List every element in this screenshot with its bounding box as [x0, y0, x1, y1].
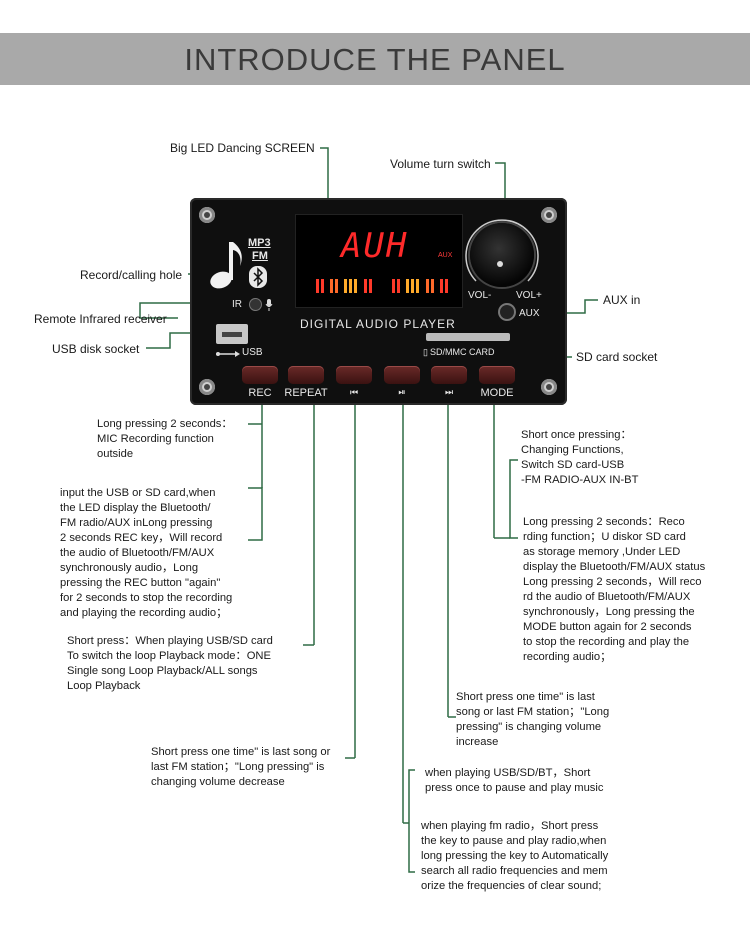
mount-hole: [541, 379, 557, 395]
callout-sd-socket: SD card socket: [576, 350, 658, 364]
vol-plus-label: VOL+: [516, 290, 542, 301]
bluetooth-icon: [249, 266, 267, 288]
repeat-label: REPEAT: [284, 387, 328, 399]
mount-hole: [199, 379, 215, 395]
usb-socket[interactable]: [216, 324, 248, 344]
desc-rec-mic: Long pressing 2 seconds：MIC Recording fu…: [97, 418, 233, 460]
callout-aux-in: AUX in: [603, 293, 641, 307]
rec-button[interactable]: [242, 366, 278, 384]
mount-hole: [541, 207, 557, 223]
callout-record-hole: Record/calling hole: [80, 268, 183, 282]
callout-usb-socket: USB disk socket: [52, 342, 140, 356]
sd-card-slot[interactable]: [426, 333, 510, 341]
ir-label: IR: [232, 299, 242, 310]
desc-mode-short: Short once pressing：Changing Functions,S…: [521, 429, 639, 486]
mp3-label: MP3: [248, 237, 271, 249]
led-display-text: AUH: [341, 226, 409, 266]
aux-jack[interactable]: [500, 305, 514, 319]
led-aux-indicator: AUX: [438, 252, 453, 259]
sd-label: SD/MMC CARD: [430, 347, 495, 357]
music-note-icon: [210, 242, 242, 289]
sd-card-icon: ▯: [423, 347, 428, 357]
mode-label: MODE: [480, 387, 514, 399]
usb-icon: [216, 351, 240, 357]
next-icon: ⏭: [444, 387, 454, 397]
ir-receiver: [250, 299, 261, 310]
callout-led-screen: Big LED Dancing SCREEN: [170, 141, 315, 155]
callout-volume-switch: Volume turn switch: [390, 157, 491, 171]
volume-arc: [465, 219, 539, 282]
spectrum-bars-left: [316, 279, 378, 293]
volume-knob[interactable]: [470, 223, 534, 287]
callout-ir-receiver: Remote Infrared receiver: [34, 312, 167, 326]
player-panel: MP3 FM IR USB AUH AUX DIGITAL A: [190, 198, 567, 405]
panel-title: DIGITAL AUDIO PLAYER: [300, 317, 456, 331]
led-screen: AUH AUX: [295, 214, 463, 308]
prev-button[interactable]: [336, 366, 372, 384]
desc-repeat: Short press：When playing USB/SD card To …: [67, 635, 273, 692]
header-banner: INTRODUCE THE PANEL: [0, 33, 750, 85]
aux-label: AUX: [519, 308, 540, 319]
usb-label: USB: [242, 347, 263, 358]
mode-button[interactable]: [479, 366, 515, 384]
prev-icon: ⏮: [349, 387, 359, 397]
next-button[interactable]: [431, 366, 467, 384]
fm-label: FM: [252, 250, 268, 262]
repeat-button[interactable]: [288, 366, 324, 384]
spectrum-bars-right: [392, 279, 452, 293]
vol-minus-label: VOL-: [468, 290, 492, 301]
microphone-icon: [265, 299, 273, 311]
mount-hole: [199, 207, 215, 223]
rec-label: REC: [248, 387, 272, 399]
play-pause-button[interactable]: [384, 366, 420, 384]
page-title: INTRODUCE THE PANEL: [184, 42, 566, 77]
play-pause-icon: ⏯: [398, 387, 406, 397]
